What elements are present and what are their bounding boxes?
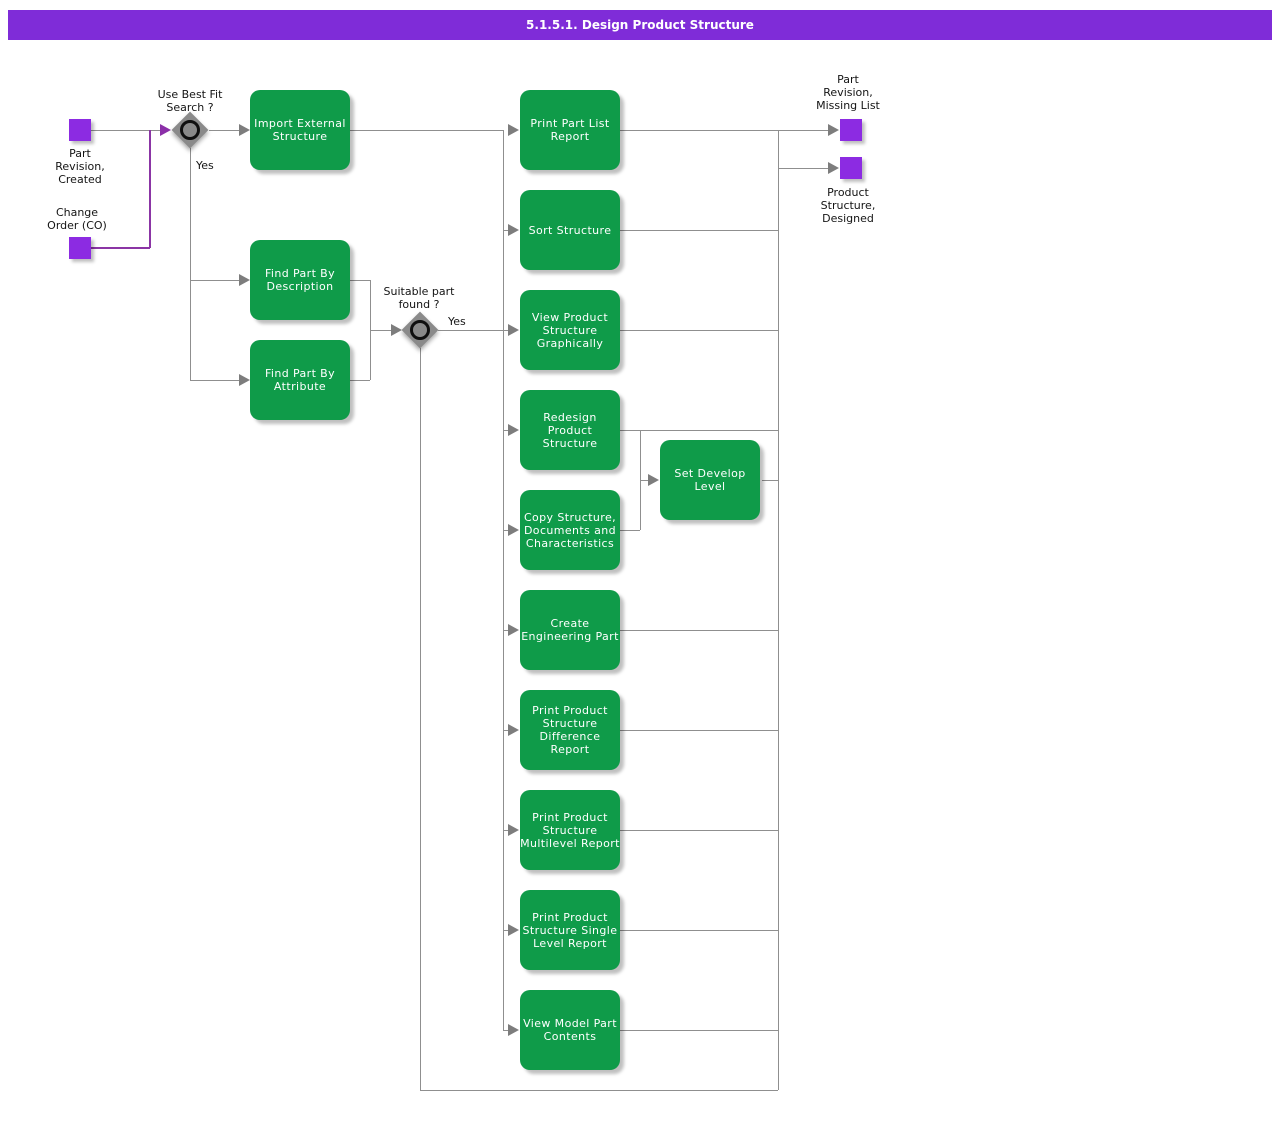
connector [190, 280, 239, 281]
arrowhead-icon [239, 124, 250, 136]
diagram-title-bar: 5.1.5.1. Design Product Structure [8, 10, 1272, 40]
connector [503, 130, 504, 1030]
decision-label: Use Best Fit Search ? [157, 88, 223, 114]
connector [370, 330, 391, 331]
arrowhead-icon [508, 824, 519, 836]
arrowhead-icon [508, 324, 519, 336]
connector [503, 530, 508, 531]
connector [503, 930, 508, 931]
connector-purple [149, 130, 151, 248]
arrowhead-icon [508, 124, 519, 136]
arrowhead-icon [391, 324, 402, 336]
connector [620, 230, 778, 231]
connector [350, 380, 370, 381]
activity-print-product-structure-multilevel-report[interactable]: Print Product Structure Multilevel Repor… [520, 790, 620, 870]
connector [503, 230, 508, 231]
page-title: 5.1.5.1. Design Product Structure [526, 18, 754, 32]
connector [420, 348, 421, 1090]
decision-label: Suitable part found ? [383, 285, 455, 311]
yes-branch-label: Yes [196, 159, 214, 172]
arrowhead-icon [508, 424, 519, 436]
connector [503, 330, 508, 331]
decision-circle-icon [180, 120, 200, 140]
connector [620, 830, 778, 831]
arrowhead-icon [239, 274, 250, 286]
event-part-revision-created[interactable] [69, 119, 91, 141]
activity-find-part-by-description[interactable]: Find Part By Description [250, 240, 350, 320]
connector [620, 330, 778, 331]
event-part-revision-missing-list[interactable] [840, 119, 862, 141]
event-label: Part Revision, Missing List [816, 73, 880, 112]
arrowhead-icon [648, 474, 659, 486]
event-label: Part Revision, Created [55, 147, 105, 186]
activity-view-model-part-contents[interactable]: View Model Part Contents [520, 990, 620, 1070]
arrowhead-icon [508, 1024, 519, 1036]
activity-redesign-product-structure[interactable]: Redesign Product Structure [520, 390, 620, 470]
arrowhead-icon [508, 524, 519, 536]
connector [350, 280, 370, 281]
connector [762, 480, 778, 481]
connector [420, 1090, 778, 1091]
connector [503, 430, 508, 431]
arrowhead-icon [239, 374, 250, 386]
activity-create-engineering-part[interactable]: Create Engineering Part [520, 590, 620, 670]
connector [350, 130, 503, 131]
connector [503, 830, 508, 831]
connector [778, 130, 779, 1090]
connector [620, 1030, 778, 1031]
connector [503, 630, 508, 631]
activity-sort-structure[interactable]: Sort Structure [520, 190, 620, 270]
connector [209, 130, 239, 131]
arrowhead-icon [508, 224, 519, 236]
arrowhead-icon [160, 124, 171, 136]
connector [640, 480, 650, 481]
connector [503, 1030, 508, 1031]
arrowhead-icon [828, 124, 839, 136]
activity-print-product-structure-difference-report[interactable]: Print Product Structure Difference Repor… [520, 690, 620, 770]
connector-purple [90, 247, 150, 249]
activity-view-product-structure-graphically[interactable]: View Product Structure Graphically [520, 290, 620, 370]
connector [778, 130, 828, 131]
connector [90, 130, 160, 131]
activity-find-part-by-attribute[interactable]: Find Part By Attribute [250, 340, 350, 420]
arrowhead-icon [508, 724, 519, 736]
activity-import-external-structure[interactable]: Import External Structure [250, 90, 350, 170]
connector [190, 380, 239, 381]
decision-circle-icon [410, 320, 430, 340]
arrowhead-icon [508, 624, 519, 636]
event-label: Product Structure, Designed [820, 186, 876, 225]
yes-branch-label: Yes [448, 315, 466, 328]
connector [778, 168, 828, 169]
connector [620, 430, 778, 431]
activity-set-develop-level[interactable]: Set Develop Level [660, 440, 760, 520]
connector [620, 730, 778, 731]
event-label: Change Order (CO) [47, 206, 107, 232]
connector [503, 730, 508, 731]
event-product-structure-designed[interactable] [840, 157, 862, 179]
connector [620, 930, 778, 931]
connector [620, 130, 778, 131]
connector [438, 330, 503, 331]
activity-copy-structure-documents-characteristics[interactable]: Copy Structure, Documents and Characteri… [520, 490, 620, 570]
event-change-order[interactable] [69, 237, 91, 259]
arrowhead-icon [508, 924, 519, 936]
activity-print-part-list-report[interactable]: Print Part List Report [520, 90, 620, 170]
activity-print-product-structure-single-level-report[interactable]: Print Product Structure Single Level Rep… [520, 890, 620, 970]
arrowhead-icon [828, 162, 839, 174]
connector [620, 530, 640, 531]
connector [190, 148, 191, 380]
connector [620, 630, 778, 631]
